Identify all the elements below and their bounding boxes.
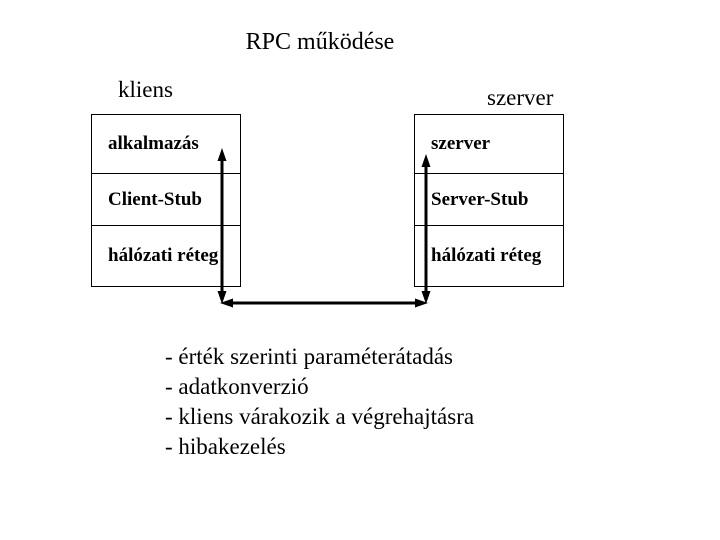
client-vertical-arrow <box>217 148 227 304</box>
notes-list: - érték szerinti paraméterátadás - adatk… <box>165 342 474 462</box>
client-layer-network: hálózati réteg <box>108 245 219 266</box>
server-layer-application: szerver <box>415 115 563 174</box>
note-item-client-waits: - kliens várakozik a végrehajtásra <box>165 404 475 429</box>
client-stack-box: alkalmazás Client-Stub hálózati réteg <box>91 114 241 287</box>
note-item-parameter-passing: - érték szerinti paraméterátadás <box>165 344 453 369</box>
note-item-data-conversion: - adatkonverzió <box>165 374 309 399</box>
network-horizontal-arrow <box>220 298 428 308</box>
client-layer-stub: Client-Stub <box>92 174 240 226</box>
server-column-label: szerver <box>487 85 554 110</box>
server-layer-stub: Server-Stub <box>415 174 563 226</box>
client-layer-application: alkalmazás <box>92 115 240 174</box>
client-column-label: kliens <box>118 77 173 102</box>
server-vertical-arrow <box>421 154 431 304</box>
note-item-error-handling: - hibakezelés <box>165 434 286 459</box>
server-layer-network: hálózati réteg <box>431 245 542 266</box>
server-stack-box: szerver Server-Stub hálózati réteg <box>414 114 564 287</box>
page-title: RPC működése <box>245 29 395 55</box>
